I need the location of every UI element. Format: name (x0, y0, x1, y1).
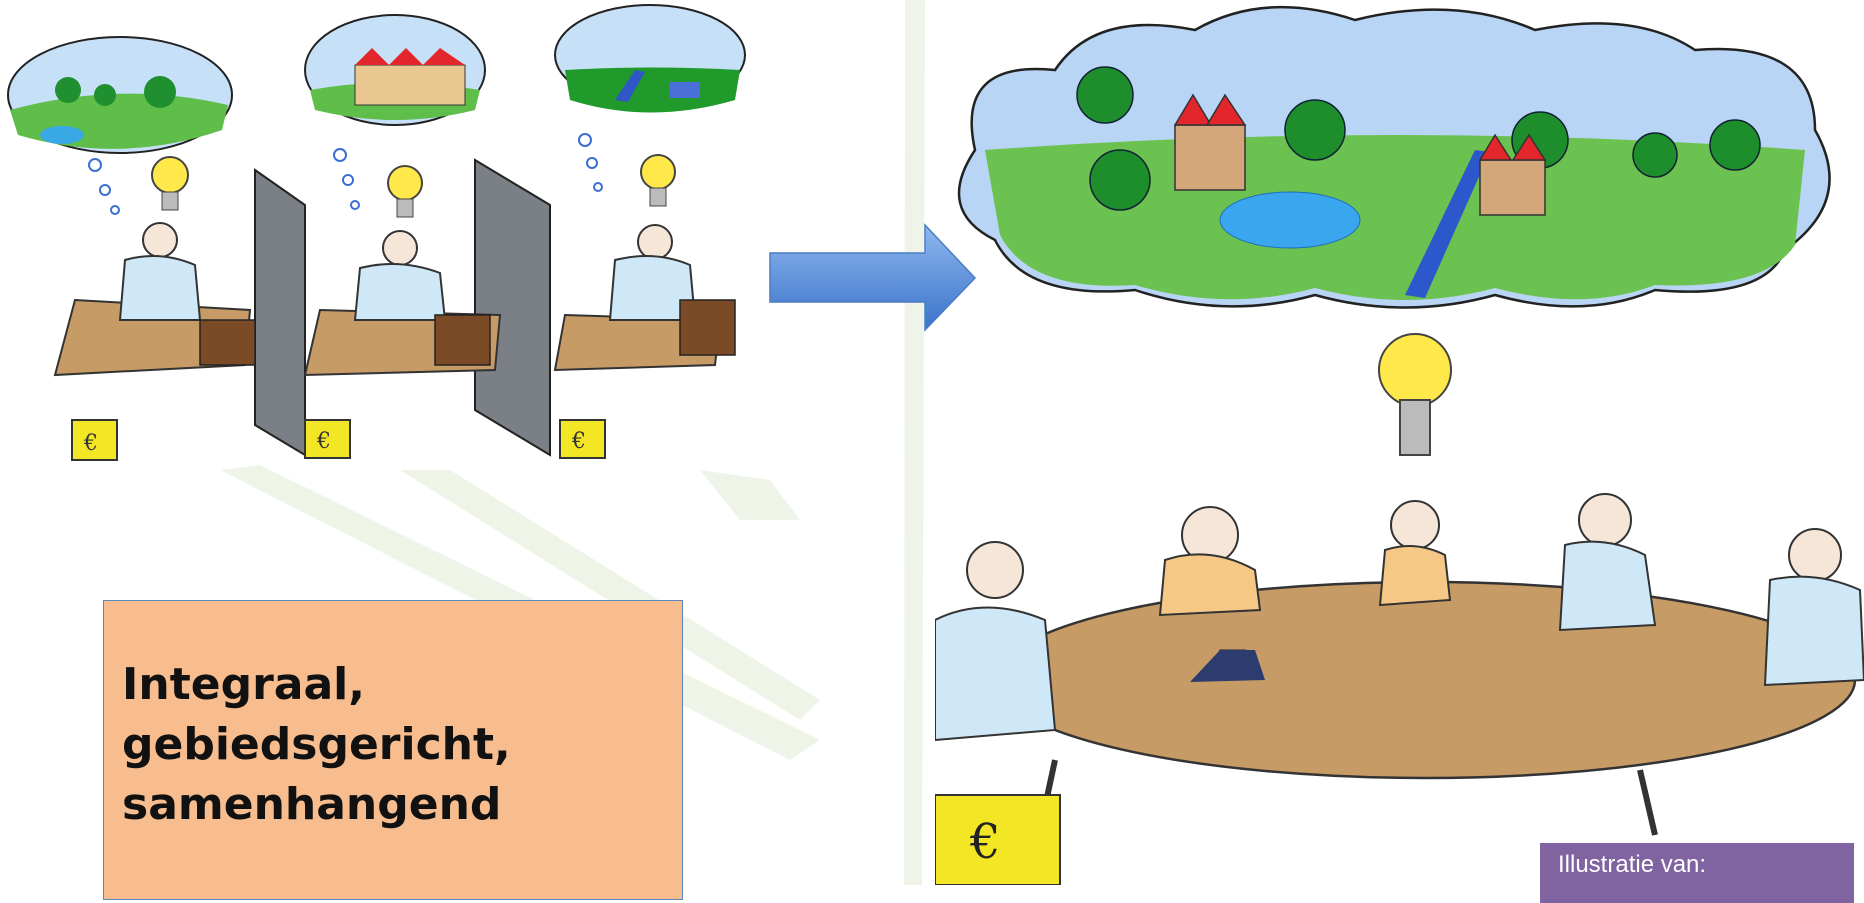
lightbulb-icon (1378, 333, 1452, 456)
isolated-thinkers-illustration: € € € (7, 4, 746, 461)
caption-box: Integraal, gebiedsgericht, samenhangend (103, 600, 683, 900)
thought-cloud-nature (7, 36, 233, 154)
thought-cloud-houses (304, 14, 486, 126)
right-arrow-icon (769, 223, 977, 332)
lightbulb-icons (151, 154, 676, 218)
team-meeting-illustration: € (935, 5, 1864, 885)
caption-text: Integraal, gebiedsgericht, samenhangend (122, 655, 682, 835)
shared-vision-cloud (957, 5, 1831, 309)
svg-text:€: € (83, 431, 98, 456)
caption-line-2: gebiedsgericht, (122, 719, 511, 770)
svg-text:€: € (316, 429, 331, 454)
credit-label: Illustratie van: (1558, 851, 1707, 878)
thought-cloud-landscape (554, 4, 746, 113)
svg-text:€: € (571, 429, 586, 454)
euro-bag-icon: € (935, 794, 1061, 885)
caption-line-3: samenhangend (122, 779, 502, 830)
svg-text:€: € (969, 814, 1001, 870)
caption-line-1: Integraal, (122, 659, 365, 710)
illustration-credit: Illustratie van: (1540, 843, 1854, 903)
